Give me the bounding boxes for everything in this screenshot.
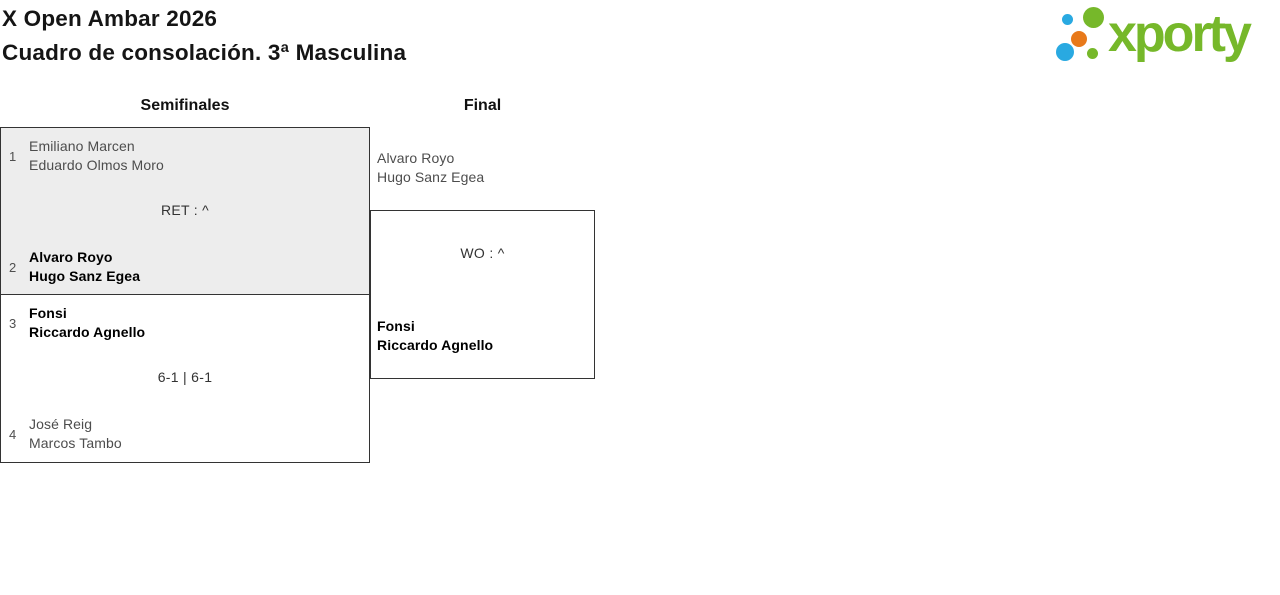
player-name: Hugo Sanz Egea — [29, 268, 141, 284]
player-name: Alvaro Royo — [29, 249, 113, 265]
page-title: X Open Ambar 2026 Cuadro de consolación.… — [2, 2, 406, 69]
logo-dot-green-small-icon — [1087, 48, 1098, 59]
team-players: Alvaro Royo Hugo Sanz Egea — [377, 149, 484, 187]
team-entry: 3 Fonsi Riccardo Agnello — [9, 304, 145, 342]
logo-dot-blue-small-icon — [1062, 14, 1073, 25]
semifinal-match-1: 1 Emiliano Marcen Eduardo Olmos Moro RET… — [0, 127, 370, 295]
match-score: WO : ^ — [460, 245, 505, 261]
team-entry: 2 Alvaro Royo Hugo Sanz Egea — [9, 248, 140, 286]
player-name: Fonsi — [29, 305, 67, 321]
semifinal-match-2: 3 Fonsi Riccardo Agnello 6-1 | 6-1 4 Jos… — [0, 295, 370, 463]
player-name: Emiliano Marcen — [29, 138, 135, 154]
player-name: Eduardo Olmos Moro — [29, 157, 164, 173]
match-score: 6-1 | 6-1 — [157, 369, 213, 385]
player-name: Alvaro Royo — [377, 150, 455, 166]
logo-dot-green-big-icon — [1083, 7, 1104, 28]
team-entry: 4 José Reig Marcos Tambo — [9, 415, 122, 453]
seed-number: 3 — [9, 315, 17, 331]
team-players: Alvaro Royo Hugo Sanz Egea — [29, 248, 140, 286]
logo-dot-blue-big-icon — [1056, 43, 1074, 61]
player-name: José Reig — [29, 416, 93, 432]
team-entry: Fonsi Riccardo Agnello — [377, 317, 493, 355]
player-name: Hugo Sanz Egea — [377, 169, 485, 185]
match-score: RET : ^ — [160, 202, 210, 218]
bracket-subtitle: Cuadro de consolación. 3ª Masculina — [2, 39, 407, 65]
team-entry: Alvaro Royo Hugo Sanz Egea — [377, 149, 484, 187]
tournament-name: X Open Ambar 2026 — [2, 6, 218, 31]
seed-number: 4 — [9, 426, 17, 442]
seed-number: 1 — [9, 148, 17, 164]
player-name: Riccardo Agnello — [377, 337, 494, 353]
team-entry: 1 Emiliano Marcen Eduardo Olmos Moro — [9, 137, 164, 175]
round-header-final: Final — [463, 97, 502, 114]
team-players: José Reig Marcos Tambo — [29, 415, 122, 453]
round-header-semifinals: Semifinales — [140, 97, 230, 114]
logo-wordmark: xporty — [1108, 5, 1252, 63]
team-players: Fonsi Riccardo Agnello — [29, 304, 145, 342]
player-name: Marcos Tambo — [29, 435, 122, 451]
player-name: Riccardo Agnello — [29, 324, 146, 340]
player-name: Fonsi — [377, 318, 415, 334]
seed-number: 2 — [9, 259, 17, 275]
xporty-logo[interactable]: xporty — [1050, 0, 1280, 70]
team-players: Emiliano Marcen Eduardo Olmos Moro — [29, 137, 164, 175]
team-players: Fonsi Riccardo Agnello — [377, 317, 493, 355]
final-match-box — [370, 210, 595, 379]
logo-dot-orange-icon — [1071, 31, 1087, 47]
